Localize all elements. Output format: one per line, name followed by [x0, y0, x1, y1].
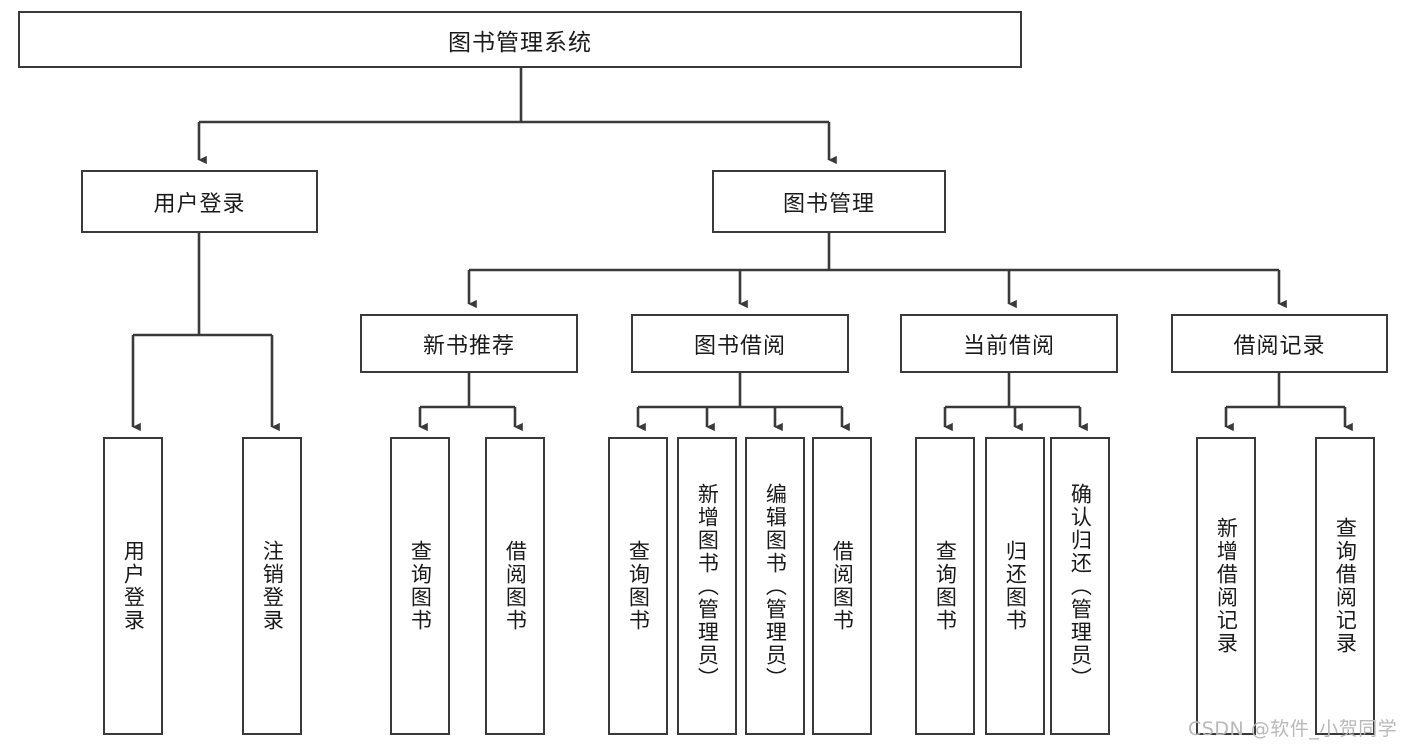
- node-user-login-label: 用户登录: [153, 191, 246, 217]
- node-current-borrow[interactable]: 当前借阅: [900, 314, 1118, 373]
- current-borrow-connectors: [943, 373, 1088, 432]
- node-leaf-query-book-2-label: 查询图书: [626, 540, 651, 632]
- node-book-manage-label: 图书管理: [782, 191, 875, 217]
- node-leaf-borrow-book-1[interactable]: 借阅图书: [485, 437, 545, 735]
- node-leaf-user-logout[interactable]: 注销登录: [242, 437, 302, 735]
- user-login-connectors: [131, 233, 280, 432]
- node-leaf-confirm-return-label: 确认归还（管理员）: [1068, 482, 1093, 690]
- node-leaf-return-book-label: 归还图书: [1003, 540, 1028, 632]
- node-root-label: 图书管理系统: [448, 29, 592, 56]
- node-book-manage[interactable]: 图书管理: [712, 170, 946, 233]
- node-leaf-confirm-return[interactable]: 确认归还（管理员）: [1050, 437, 1110, 735]
- node-book-borrow[interactable]: 图书借阅: [631, 314, 849, 373]
- node-leaf-borrow-book-2[interactable]: 借阅图书: [812, 437, 872, 735]
- node-leaf-edit-book-label: 编辑图书（管理员）: [763, 482, 788, 690]
- node-leaf-query-record-label: 查询借阅记录: [1333, 517, 1358, 655]
- root-connectors: [197, 68, 837, 165]
- node-leaf-add-record-label: 新增借阅记录: [1214, 517, 1239, 655]
- node-book-borrow-label: 图书借阅: [693, 333, 786, 359]
- borrow-record-connectors: [1224, 373, 1353, 432]
- node-user-login[interactable]: 用户登录: [81, 170, 318, 233]
- node-leaf-user-login-label: 用户登录: [121, 540, 146, 632]
- node-leaf-return-book[interactable]: 归还图书: [985, 437, 1045, 735]
- node-borrow-record[interactable]: 借阅记录: [1171, 314, 1388, 373]
- node-leaf-add-book-label: 新增图书（管理员）: [695, 482, 720, 690]
- node-borrow-record-label: 借阅记录: [1233, 333, 1326, 359]
- node-leaf-edit-book[interactable]: 编辑图书（管理员）: [745, 437, 805, 735]
- node-leaf-borrow-book-2-label: 借阅图书: [830, 540, 855, 632]
- new-book-recommend-connectors: [418, 373, 523, 432]
- book-manage-connectors: [467, 233, 1287, 309]
- node-leaf-query-book-3[interactable]: 查询图书: [915, 437, 975, 735]
- node-current-borrow-label: 当前借阅: [962, 333, 1055, 359]
- node-leaf-query-book-1[interactable]: 查询图书: [390, 437, 450, 735]
- node-leaf-query-record[interactable]: 查询借阅记录: [1315, 437, 1375, 735]
- node-leaf-user-logout-label: 注销登录: [260, 540, 285, 632]
- node-leaf-borrow-book-1-label: 借阅图书: [503, 540, 528, 632]
- node-new-book-recommend-label: 新书推荐: [422, 333, 515, 359]
- node-leaf-add-record[interactable]: 新增借阅记录: [1196, 437, 1256, 735]
- node-leaf-query-book-1-label: 查询图书: [408, 540, 433, 632]
- node-leaf-query-book-2[interactable]: 查询图书: [608, 437, 668, 735]
- node-leaf-user-login[interactable]: 用户登录: [103, 437, 163, 735]
- node-leaf-query-book-3-label: 查询图书: [933, 540, 958, 632]
- node-leaf-add-book[interactable]: 新增图书（管理员）: [677, 437, 737, 735]
- node-root[interactable]: 图书管理系统: [18, 11, 1022, 68]
- node-new-book-recommend[interactable]: 新书推荐: [360, 314, 578, 373]
- book-borrow-connectors: [636, 373, 850, 432]
